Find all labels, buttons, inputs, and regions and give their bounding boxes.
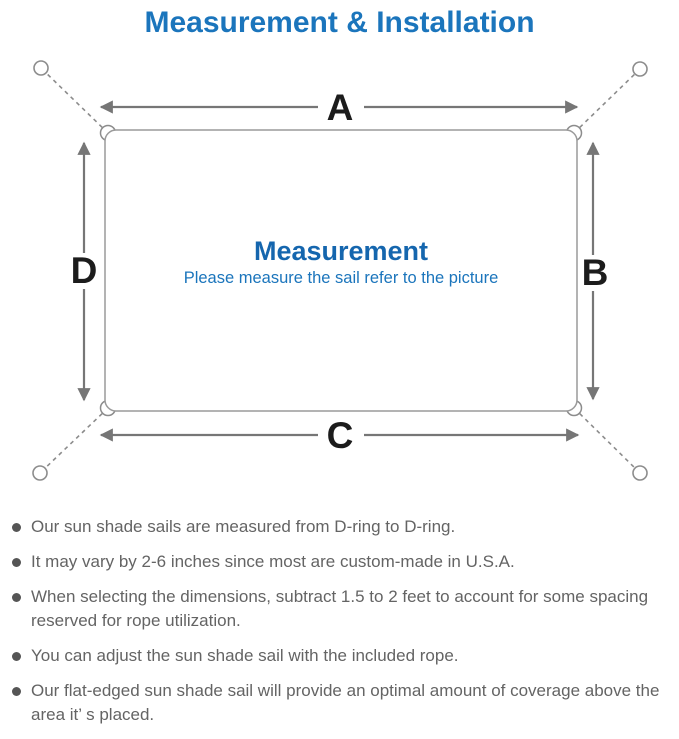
diagram-center-subtitle: Please measure the sail refer to the pic… [184,269,499,287]
page-title: Measurement & Installation [144,6,535,39]
instruction-text: It may vary by 2-6 inches since most are… [31,552,515,571]
instruction-item: Our sun shade sails are measured from D-… [12,515,671,539]
anchor-point-icon [632,61,648,77]
guy-line-top-left [40,67,109,134]
instruction-text: Our flat-edged sun shade sail will provi… [31,681,660,724]
dimension-arrows [77,100,600,442]
instruction-item: When selecting the dimensions, subtract … [12,585,671,633]
guy-line-bottom-left [39,407,109,474]
sail-measurement-drawing: A B C D Measurement Please measure the s… [32,60,648,481]
instruction-item: You can adjust the sun shade sail with t… [12,644,671,668]
anchor-points [32,60,648,481]
anchor-point-icon [32,465,48,481]
bullet-dot-icon [12,523,21,532]
instruction-text: When selecting the dimensions, subtract … [31,587,649,630]
bullet-dot-icon [12,652,21,661]
anchor-point-icon [632,465,648,481]
instruction-list: Our sun shade sails are measured from D-… [0,505,679,727]
sail-outline [104,129,578,412]
dimension-label-d: D [71,250,98,291]
instruction-text: You can adjust the sun shade sail with t… [31,646,459,665]
dimension-label-c: C [327,415,354,456]
anchor-point-icon [33,60,49,76]
bullet-dot-icon [12,558,21,567]
guy-line-bottom-right [573,407,641,474]
bullet-dot-icon [12,687,21,696]
bullet-dot-icon [12,593,21,602]
instruction-item: It may vary by 2-6 inches since most are… [12,550,671,574]
dimension-label-a: A [327,87,354,128]
instruction-item: Our flat-edged sun shade sail will provi… [12,679,671,727]
dimension-label-b: B [582,252,609,293]
measurement-diagram: A B C D Measurement Please measure the s… [0,40,679,505]
guy-line-top-right [573,68,641,134]
diagram-center-title: Measurement [254,236,428,266]
instruction-text: Our sun shade sails are measured from D-… [31,517,456,536]
